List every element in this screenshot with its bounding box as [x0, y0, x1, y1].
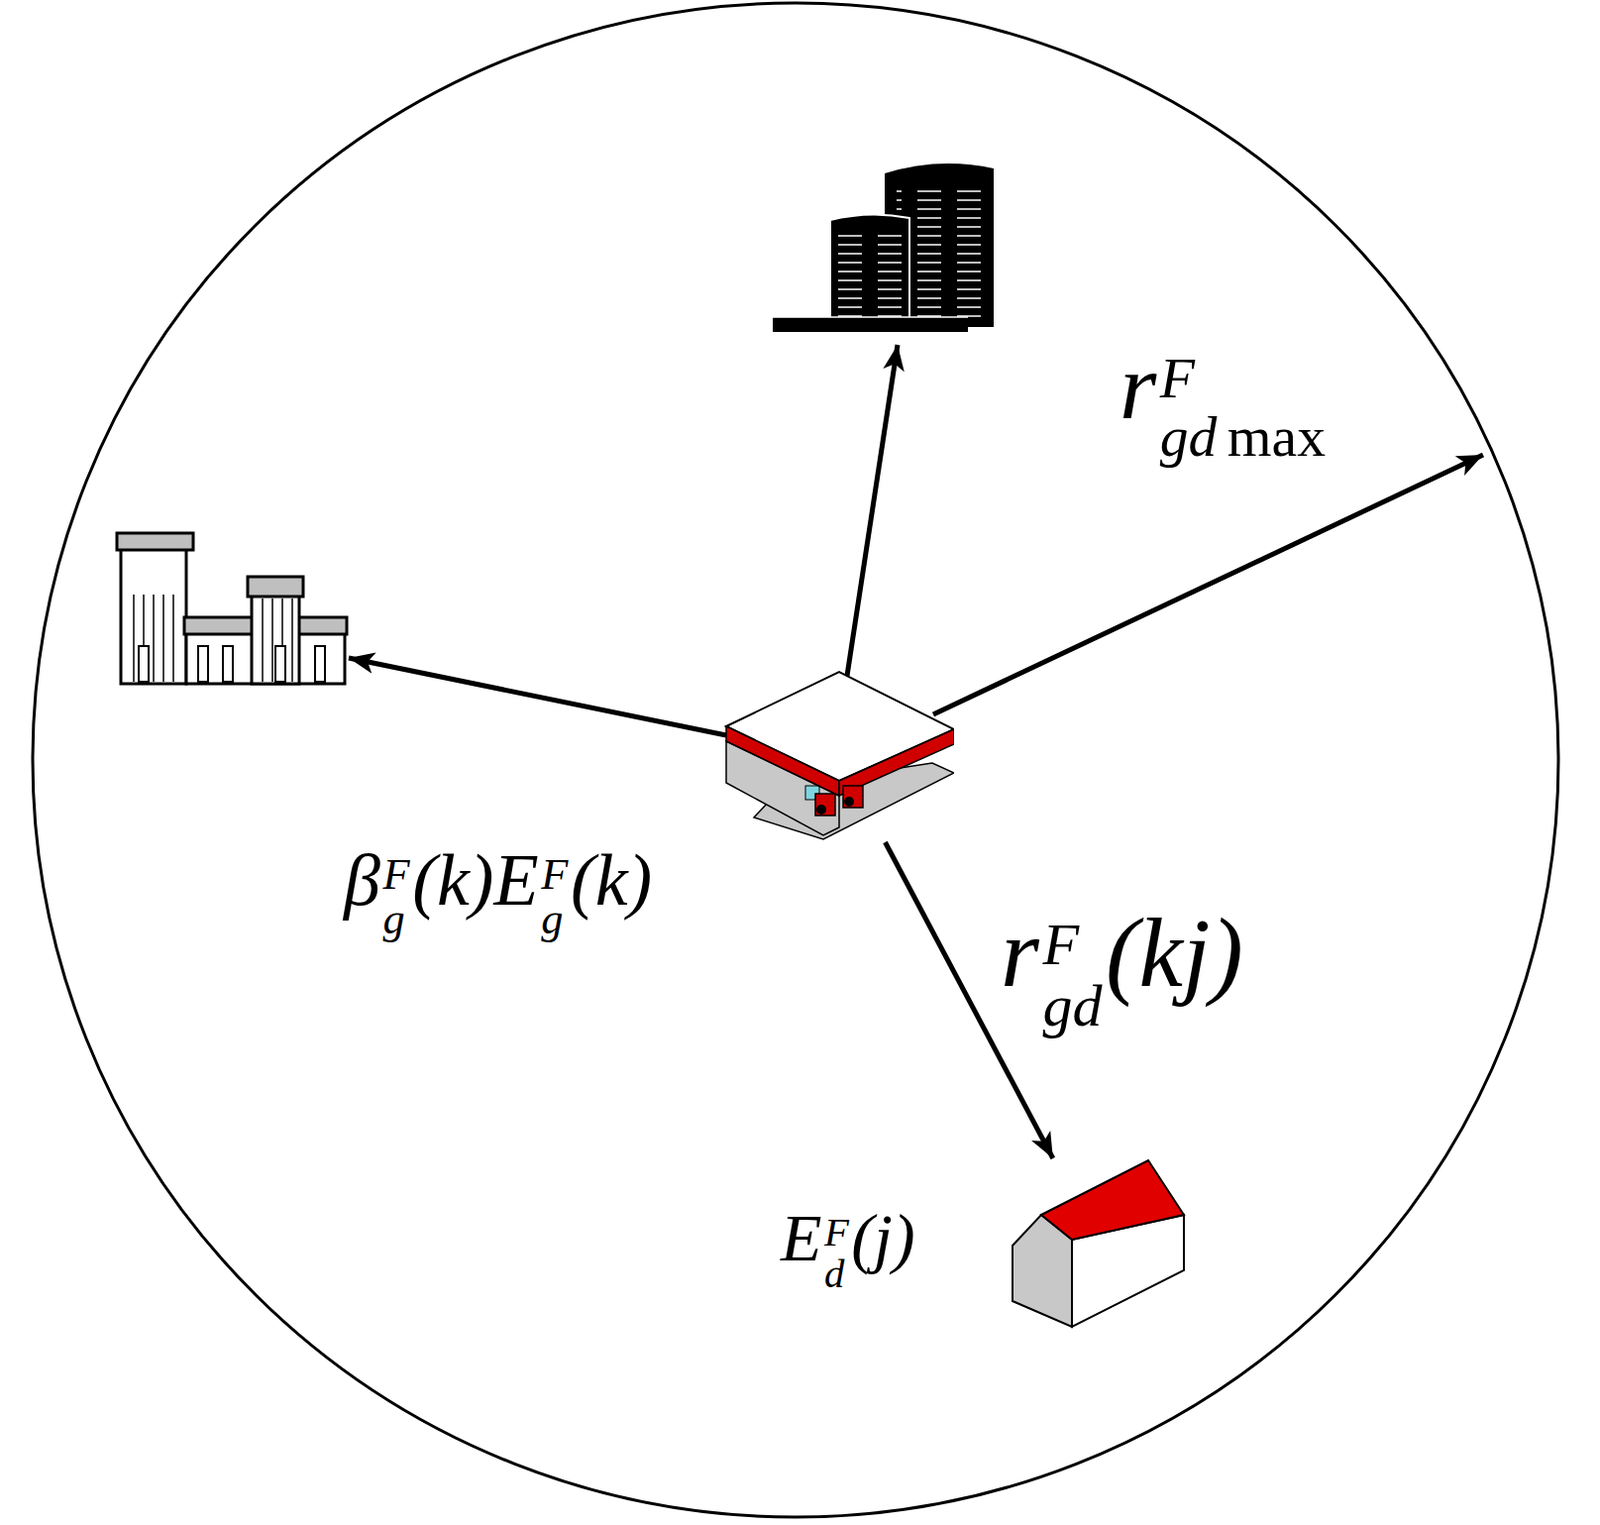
math-symbol: r — [1119, 332, 1157, 439]
office-building — [772, 163, 994, 332]
script-row: d — [824, 1253, 850, 1295]
script-row: F — [1160, 349, 1326, 409]
node-label: βFg(k)EFg(k) — [343, 843, 652, 943]
math-symbol: F — [383, 849, 411, 899]
math-symbol: max — [1227, 405, 1326, 468]
math-symbol: g — [383, 893, 406, 944]
gas-station-icon — [724, 668, 955, 843]
house: EFd(j) — [1010, 1158, 1186, 1329]
sub-sup-stack: Fg — [540, 852, 568, 943]
math-symbol: r — [1000, 897, 1040, 1008]
distance-arrow — [884, 842, 1053, 1159]
sub-sup-stack: Fgd — [1043, 914, 1103, 1036]
math-symbol: F — [824, 1209, 850, 1255]
math-symbol: d — [824, 1251, 845, 1296]
math-symbol: F — [1160, 346, 1195, 410]
math-symbol: β — [343, 839, 381, 921]
gas-station: βFg(k)EFg(k) — [724, 668, 955, 843]
script-row: F — [824, 1211, 850, 1254]
math-symbol: (k) — [570, 839, 652, 921]
range-circle — [32, 2, 1559, 1517]
math-symbol: E — [780, 1199, 823, 1276]
arrow-to-factory — [348, 657, 727, 736]
script-row: gd — [1043, 975, 1103, 1037]
math-symbol: F — [540, 849, 568, 899]
math-symbol: F — [1043, 911, 1080, 977]
distance-label: rFgd(kj) — [1000, 903, 1244, 1037]
math-symbol: (j) — [851, 1199, 915, 1276]
node-label: EFd(j) — [780, 1203, 916, 1295]
sub-sup-stack: Fg — [383, 852, 411, 943]
script-row: F — [383, 852, 411, 897]
math-symbol: (k)E — [412, 839, 538, 921]
math-symbol: g — [540, 893, 563, 944]
factory — [116, 533, 347, 684]
math-symbol: (kj) — [1105, 897, 1244, 1008]
math-symbol: gd — [1043, 972, 1103, 1039]
house-icon — [1010, 1158, 1186, 1329]
math-symbol: gd — [1160, 405, 1218, 468]
radius-arrow — [933, 454, 1484, 715]
script-row: F — [540, 852, 568, 897]
distance-label: rFgdmax — [1119, 338, 1329, 467]
arrow-to-office — [847, 344, 898, 676]
sub-sup-stack: Fd — [824, 1211, 850, 1294]
script-row: F — [1043, 914, 1103, 975]
script-row: g — [383, 896, 411, 942]
script-row: g — [540, 896, 568, 942]
sub-sup-stack: Fgdmax — [1160, 349, 1326, 466]
script-row: gdmax — [1160, 408, 1326, 467]
